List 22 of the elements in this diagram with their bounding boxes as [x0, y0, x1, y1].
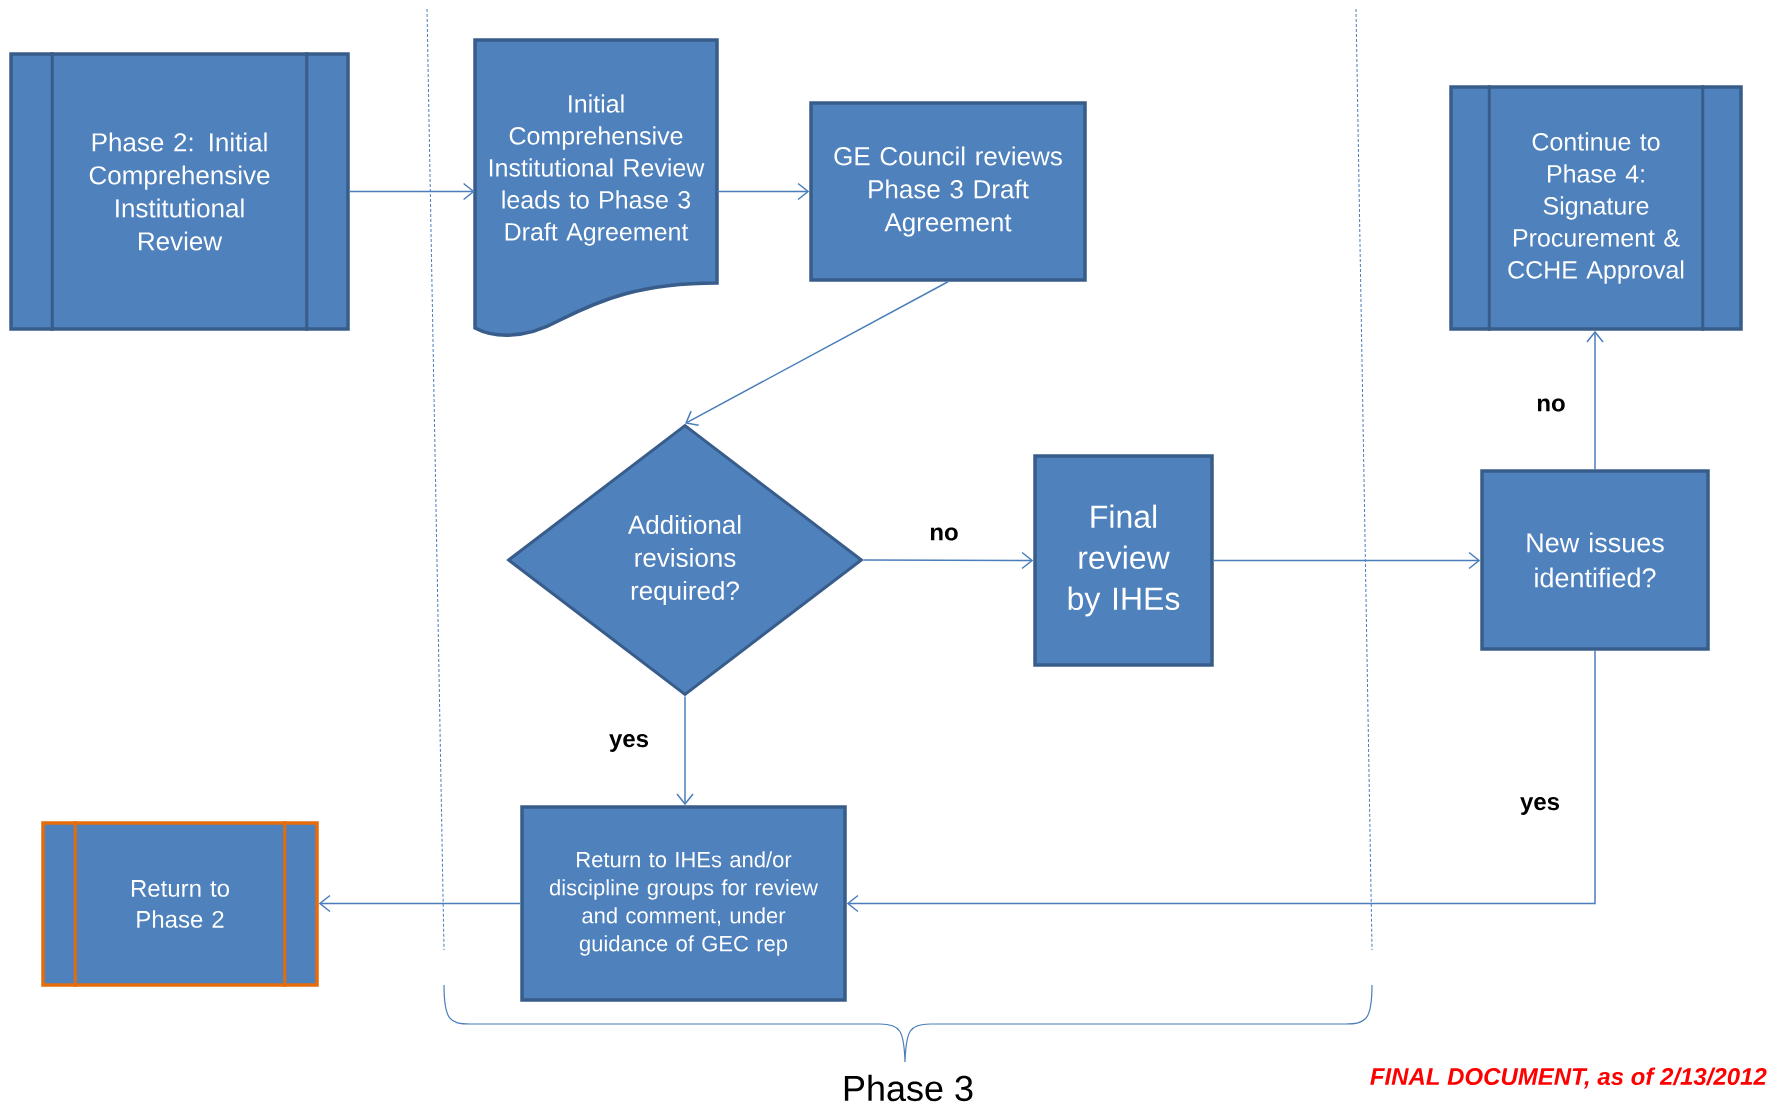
- edge-label: no: [1537, 398, 1565, 412]
- note: FINAL DOCUMENT, as of 2/13/2012: [1370, 1067, 1767, 1089]
- edge-label: yes: [609, 734, 649, 752]
- process-box: Return to IHEs and/or discipline groups for review and comment, under guidance of GEC rep: [520, 805, 847, 1002]
- arrow: [1586, 330, 1604, 470]
- phase-label: Phase 3: [844, 1074, 973, 1102]
- process-box: Final review by IHEs: [1033, 454, 1214, 667]
- arrow: [846, 650, 1596, 913]
- arrow: [685, 281, 949, 426]
- predefined-process-box: Return to Phase 2: [41, 821, 319, 987]
- arrow: [318, 894, 521, 913]
- edge-label: yes: [1520, 797, 1560, 815]
- predefined-process-box: Phase 2: Initial Comprehensive Institutional Review: [9, 52, 350, 331]
- process-box: New issues identified?: [1480, 469, 1710, 651]
- process-box: GE Council reviews Phase 3 Draft Agreement: [809, 101, 1087, 282]
- predefined-process-box: Continue to Phase 4: Signature Procurement & CCHE Approval: [1449, 85, 1743, 331]
- arrow: [349, 182, 475, 201]
- arrow: [676, 695, 694, 806]
- arrow: [862, 551, 1034, 570]
- arrow: [1213, 551, 1481, 570]
- arrow: [716, 182, 810, 201]
- edge-label: no: [930, 527, 958, 541]
